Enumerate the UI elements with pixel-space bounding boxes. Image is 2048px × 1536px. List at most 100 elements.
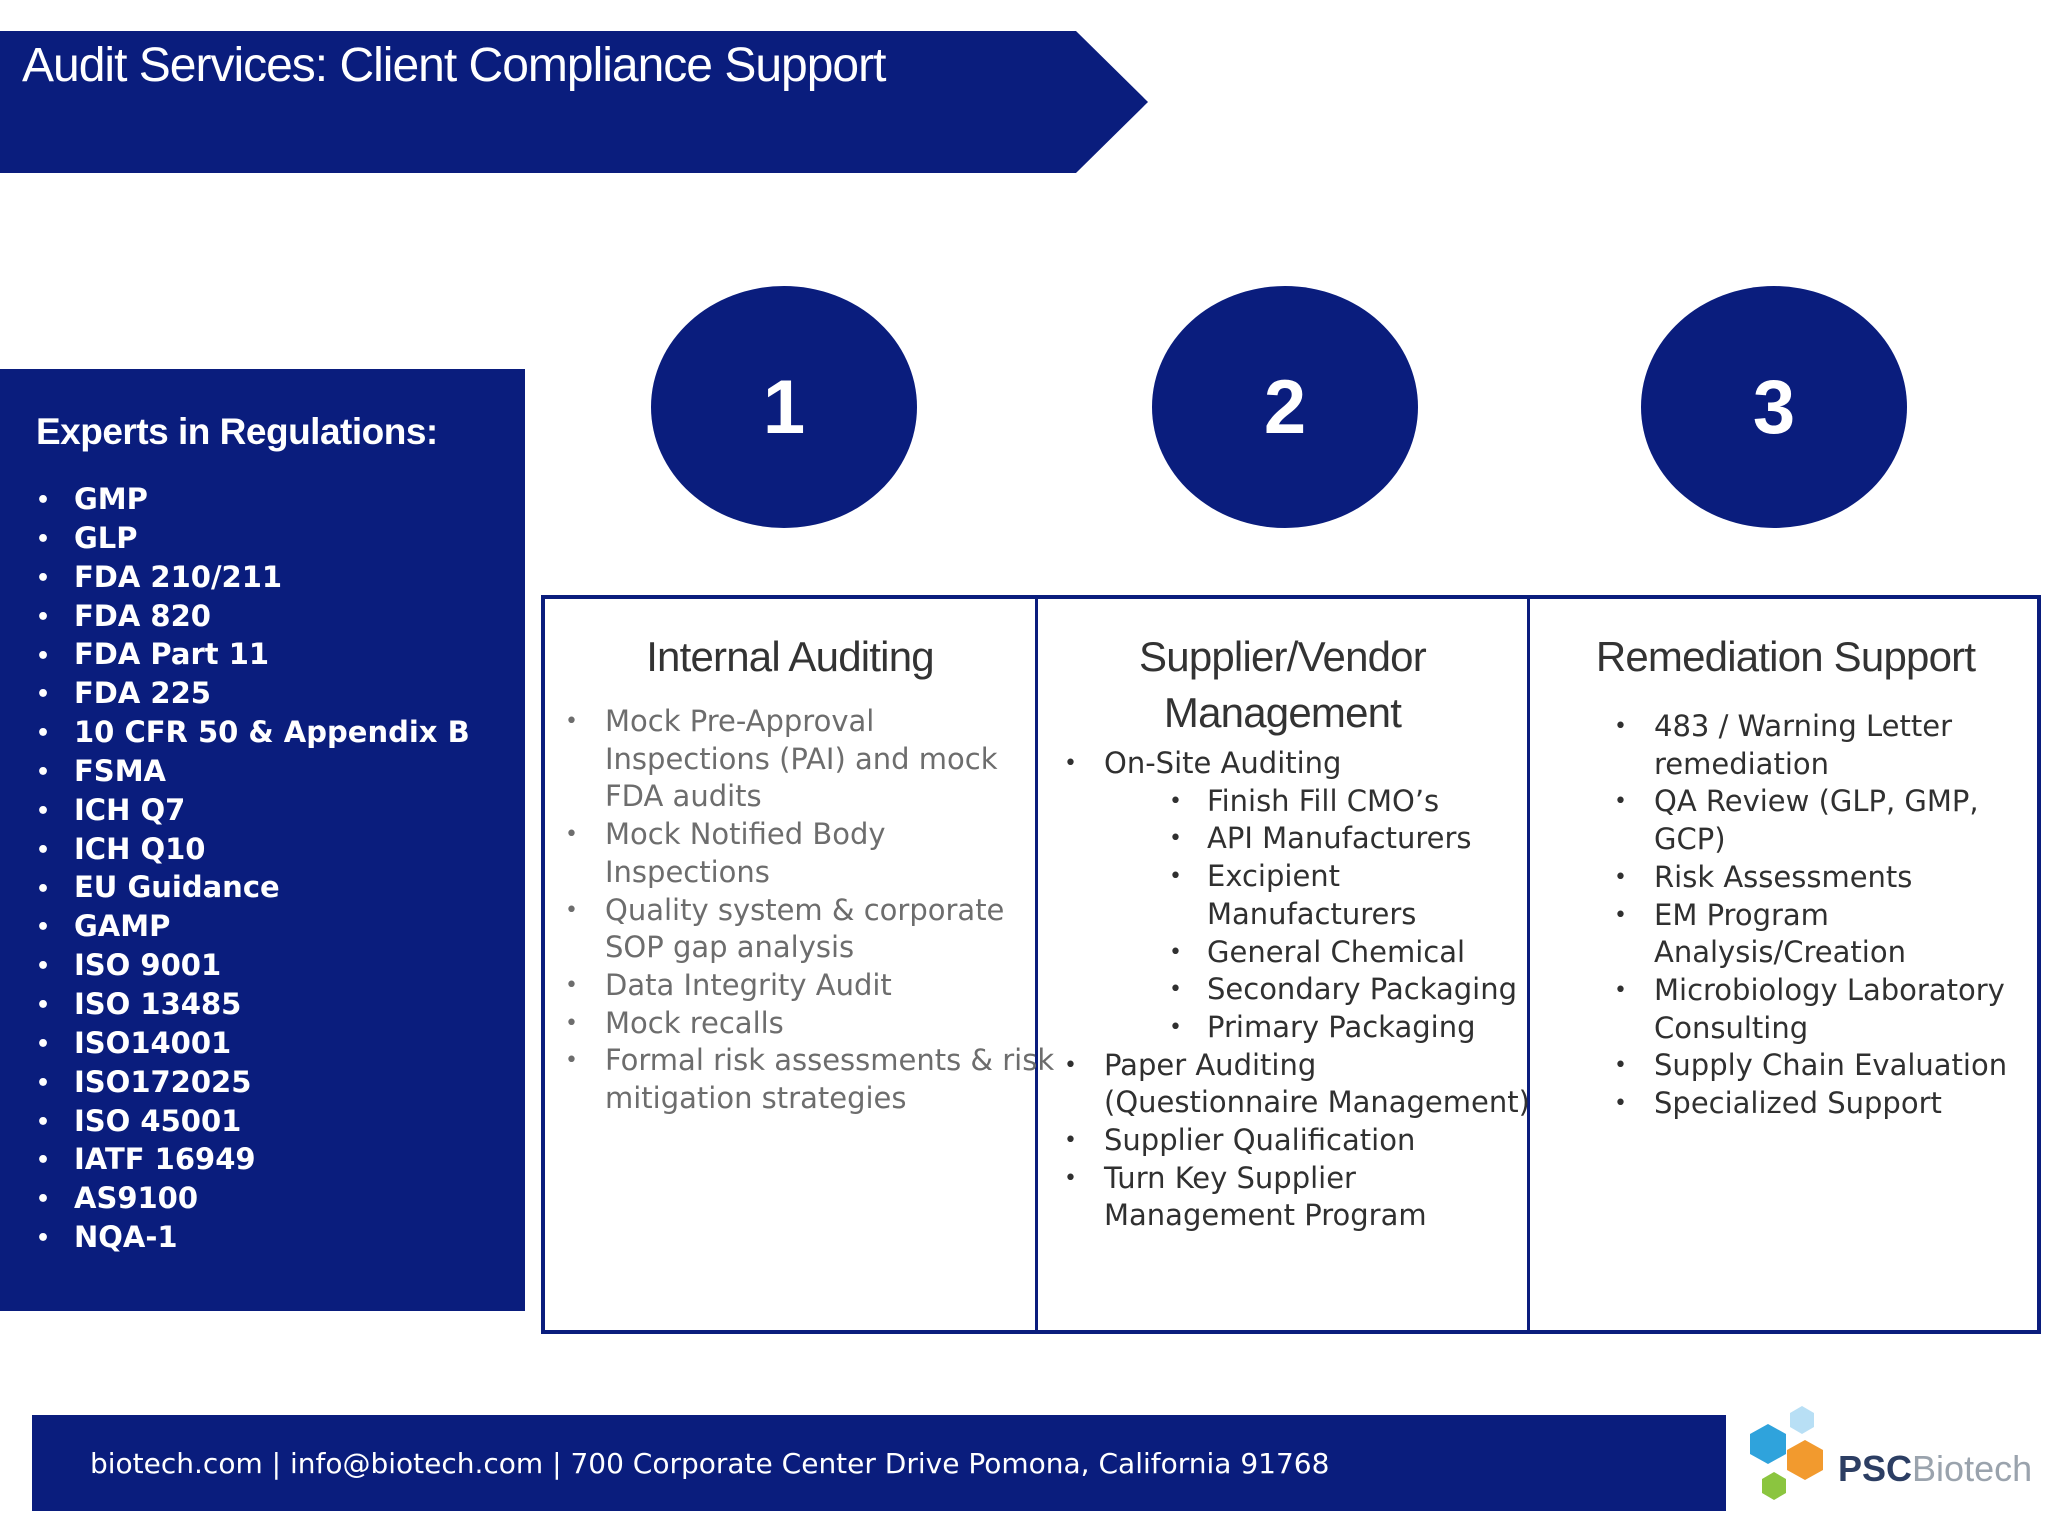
bullet-icon: •	[36, 798, 51, 824]
bullet-icon: •	[36, 876, 51, 902]
list-item: • Supplier Qualification	[1064, 1122, 1530, 1160]
bullet-icon: •	[36, 604, 51, 630]
list-item: •On-Site Auditing•Finish Fill CMO’s•API …	[1064, 745, 1530, 1047]
item-text-line: EM Program	[1654, 897, 1829, 932]
bullet-icon: •	[1614, 977, 1627, 1003]
list-item: •QA Review (GLP, GMP,GCP)	[1614, 783, 2007, 858]
item-text-line: Risk Assessments	[1654, 859, 1913, 894]
regulation-item: • FDA 210/211	[36, 559, 470, 598]
bullet-icon: •	[1064, 751, 1077, 776]
regulation-item: • ISO 13485	[36, 986, 470, 1025]
bullet-icon: •	[36, 488, 51, 514]
regulation-label: FDA 225	[74, 676, 211, 711]
regulation-label: NQA-1	[74, 1220, 178, 1255]
footer-bar: biotech.com | info@biotech.com | 700 Cor…	[32, 1415, 1726, 1511]
sub-list: •Finish Fill CMO’s•API Manufacturers•Exc…	[1169, 783, 1530, 1047]
bullet-icon: •	[36, 1187, 51, 1213]
step-number: 1	[762, 364, 806, 450]
item-text-line: Mock Notified Body	[605, 817, 886, 852]
regulation-item: •ISO 9001	[36, 947, 470, 986]
regulation-item: •FDA Part 11	[36, 636, 470, 675]
item-text-line: Secondary Packaging	[1207, 972, 1518, 1007]
regulation-label: FDA 820	[74, 598, 211, 633]
item-text-line: Inspections	[605, 854, 770, 889]
bullet-icon: •	[1614, 789, 1627, 815]
column-title-line: Management	[1163, 689, 1402, 736]
bullet-icon: •	[565, 897, 578, 923]
experts-list: •GMP•GLP•FDA 210/211•FDA 820•FDA Part 11…	[36, 481, 470, 1258]
regulation-label: ICH Q10	[74, 831, 206, 866]
logo-hexagons-icon	[1750, 1406, 1823, 1500]
bullet-icon: •	[36, 721, 51, 747]
item-text-line: 483 / Warning Letter	[1654, 709, 1953, 743]
regulation-label: FDA Part 11	[74, 637, 270, 672]
sub-list-item: •General Chemical	[1169, 934, 1530, 972]
regulation-label: AS9100	[74, 1181, 199, 1216]
item-text-line: Specialized Support	[1654, 1086, 1942, 1121]
list-item: •Paper Auditing(Questionnaire Management…	[1064, 1047, 1530, 1122]
regulation-label: ISO 45001	[74, 1103, 242, 1138]
bullet-icon: •	[36, 565, 51, 591]
bullet-icon: •	[1614, 902, 1627, 928]
bullet-icon: •	[36, 837, 51, 863]
item-text-line: Finish Fill CMO’s	[1207, 783, 1440, 818]
item-text-line: Supplier Qualification	[1104, 1123, 1416, 1158]
regulation-item: •GAMP	[36, 908, 470, 947]
column-title: Internal Auditing	[545, 629, 1035, 685]
regulation-item: •GLP	[36, 520, 470, 559]
regulation-label: EU Guidance	[74, 870, 280, 905]
step-circle-1: 1	[651, 286, 917, 528]
bullet-icon: •	[36, 1031, 51, 1057]
bullet-icon: •	[36, 993, 51, 1019]
item-text-line: Microbiology Laboratory	[1654, 972, 2005, 1007]
regulation-item: •FSMA	[36, 753, 470, 792]
regulation-item: •ISO14001	[36, 1025, 470, 1064]
regulation-label: ISO 13485	[74, 986, 242, 1021]
bullet-icon: •	[36, 682, 51, 708]
regulation-label: GMP	[74, 482, 148, 516]
bullet-icon: •	[1169, 788, 1182, 814]
bullet-icon: •	[1169, 939, 1182, 965]
column-divider	[1035, 599, 1038, 1330]
regulation-item: • EU Guidance	[36, 869, 470, 908]
regulation-label: FDA 210/211	[74, 559, 283, 594]
bullet-icon: •	[565, 1048, 578, 1074]
experts-panel: Experts in Regulations: •GMP•GLP•FDA 210…	[0, 369, 525, 1311]
regulation-item: •IATF 16949	[36, 1141, 470, 1180]
step-number: 2	[1263, 364, 1307, 450]
regulation-item: • GMP	[36, 481, 470, 520]
logo-biotech: Biotech	[1912, 1448, 2033, 1489]
regulation-item: • NQA-1	[36, 1219, 470, 1258]
bullet-icon: •	[1614, 1053, 1627, 1079]
bullet-icon: •	[565, 972, 578, 998]
item-text-line: On-Site Auditing	[1104, 746, 1342, 780]
regulation-item: • ICH Q10	[36, 831, 470, 870]
bullet-icon: •	[1064, 1052, 1077, 1078]
list-item: • Risk Assessments	[1614, 859, 2007, 897]
item-text-line: Turn Key Supplier	[1104, 1160, 1356, 1195]
sub-list-item: •Primary Packaging	[1169, 1009, 1530, 1047]
logo-psc: PSC	[1838, 1448, 1913, 1489]
regulation-label: ICH Q7	[74, 792, 186, 827]
regulation-item: • ICH Q7	[36, 792, 470, 831]
item-text-line: QA Review (GLP, GMP,	[1654, 784, 1979, 819]
footer-contact: biotech.com | info@biotech.com | 700 Cor…	[90, 1446, 1330, 1480]
item-text-line: Formal risk assessments & risk	[605, 1043, 1055, 1078]
regulation-item: • FDA 820	[36, 598, 470, 637]
bullet-icon: •	[1614, 864, 1627, 890]
bullet-icon: •	[36, 1226, 51, 1252]
list-item: •Supply Chain Evaluation	[1614, 1047, 2007, 1085]
item-text-line: Excipient	[1207, 859, 1341, 894]
bullet-icon: •	[1064, 1165, 1077, 1191]
regulation-label: ISO172025	[74, 1064, 252, 1099]
bullet-icon: •	[1064, 1128, 1077, 1154]
column-title-line: Internal Auditing	[646, 633, 934, 680]
